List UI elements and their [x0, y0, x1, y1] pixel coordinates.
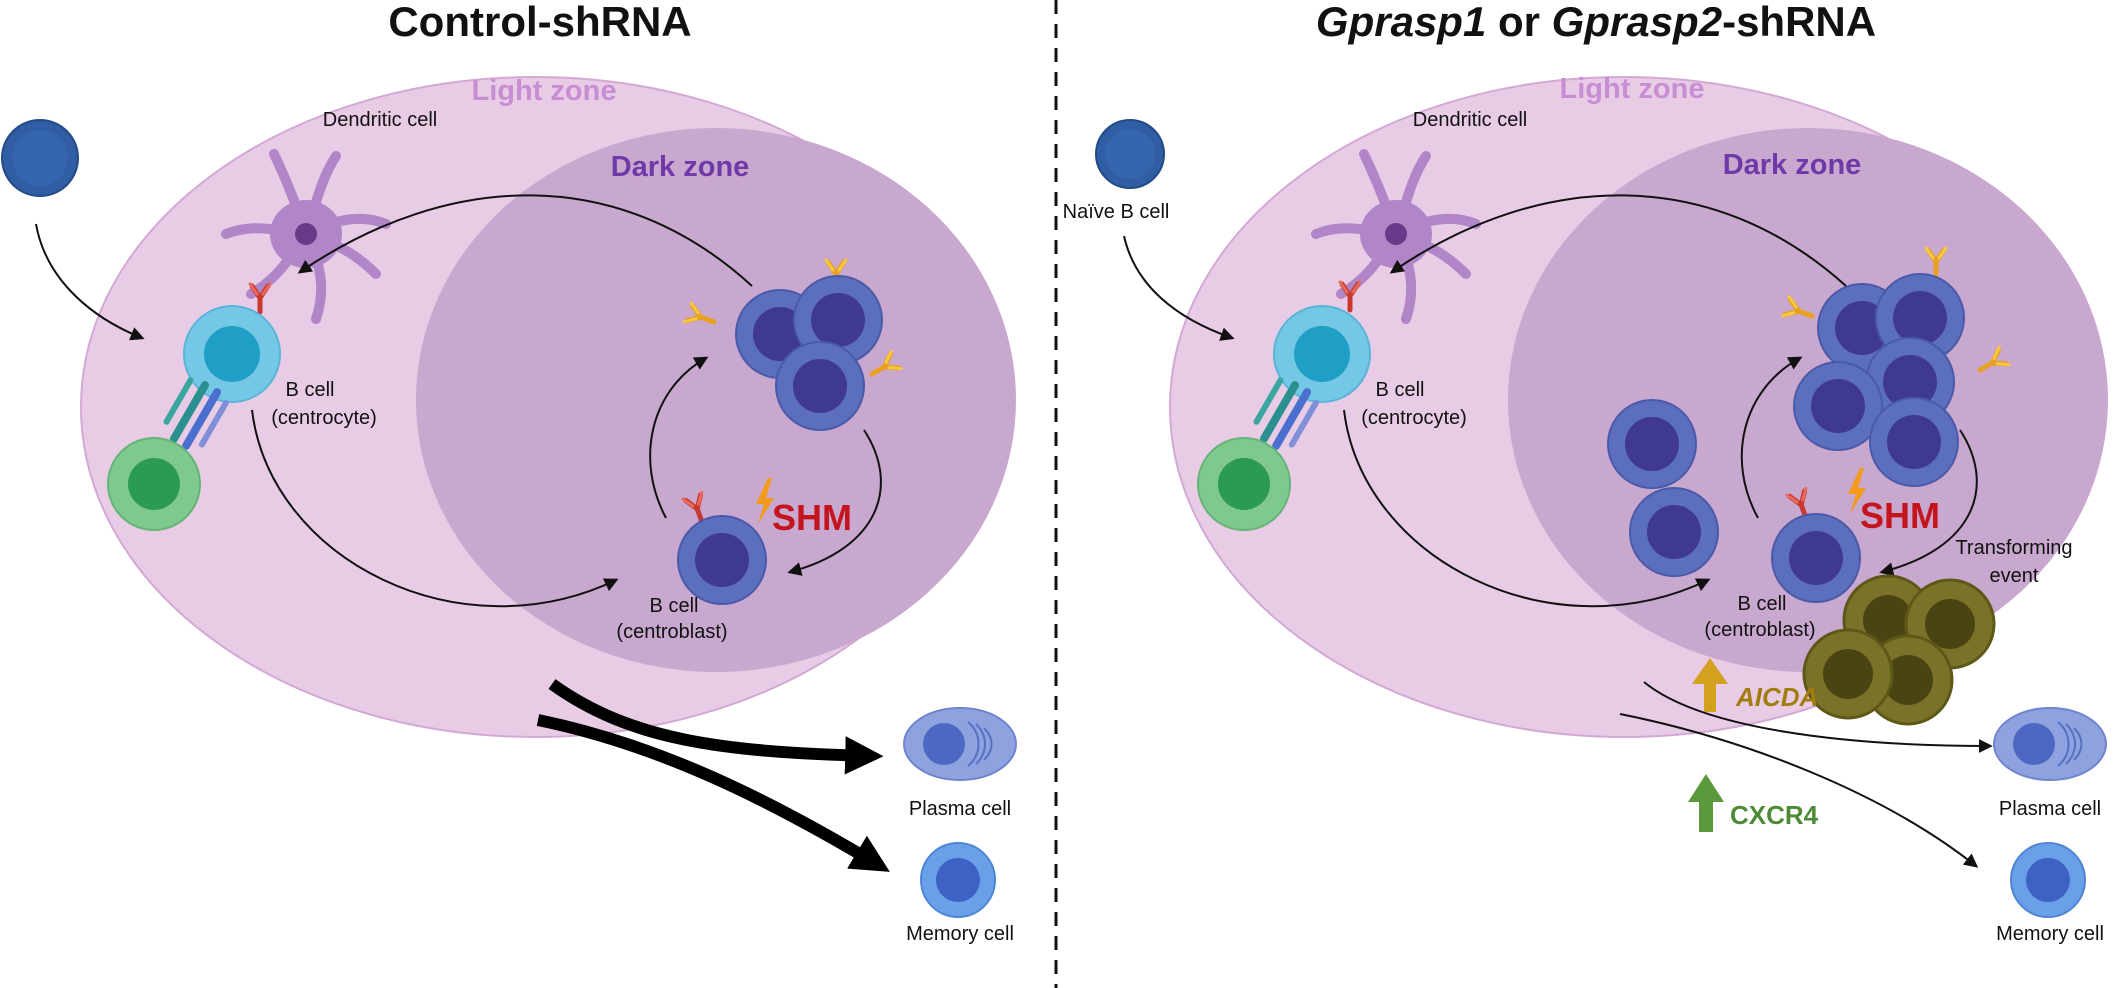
b-cell-icon — [1869, 397, 1959, 487]
memory-cell-label: Memory cell — [906, 923, 1014, 945]
title-gene1: Gprasp1 — [1316, 0, 1486, 45]
t-follicular-helper-icon — [107, 437, 201, 531]
t-follicular-helper-icon — [1197, 437, 1291, 531]
b-cell-icon — [1793, 361, 1883, 451]
centrocyte-label-line1: B cell — [1376, 379, 1425, 401]
dark-zone-label: Dark zone — [611, 151, 750, 183]
naive-to-centrocyte-arrow — [35, 223, 145, 341]
proliferation-arrow — [1740, 356, 1803, 519]
centroblast-label-line2: (centroblast) — [1704, 619, 1815, 641]
memory-cell-label: Memory cell — [1996, 923, 2104, 945]
dark-zone-region — [416, 128, 1016, 672]
centrocyte-icon — [1273, 305, 1371, 403]
naive-b-cell — [1, 119, 79, 197]
plasma-cell-label: Plasma cell — [1999, 798, 2101, 820]
dendritic-cell-label: Dendritic cell — [1413, 109, 1527, 131]
dz-to-lz-arrow — [297, 194, 753, 287]
memory-cell-icon — [920, 842, 996, 918]
centroblast-icon — [1771, 513, 1861, 603]
title-gene2: Gprasp2 — [1552, 0, 1722, 45]
transforming-event-label-line1: Transforming — [1955, 537, 2072, 559]
plasma-cell-icon — [903, 707, 1017, 781]
naive-b-cell-label: Naïve B cell — [1063, 201, 1170, 223]
lz-to-dz-arrow — [1343, 409, 1711, 608]
plasma-cell-label: Plasma cell — [909, 798, 1011, 820]
memory-exit-arrow — [1619, 713, 1979, 868]
aicda-up-arrow — [1692, 658, 1728, 712]
plasma-exit-arrow — [1643, 681, 1993, 753]
dz-to-lz-arrow — [1389, 194, 1847, 287]
centroblast-label-line1: B cell — [1738, 593, 1787, 615]
centrocyte-label-line1: B cell — [286, 379, 335, 401]
centroblast-label-line2: (centroblast) — [616, 621, 727, 643]
aicda-label: AICDA — [1735, 682, 1818, 712]
b-cell-icon — [1629, 487, 1719, 577]
mutation-arrow — [1879, 429, 1978, 577]
transforming-event-label-line2: event — [1990, 565, 2039, 587]
title-conj: or — [1486, 0, 1551, 45]
right-panel: Gprasp1 or Gprasp2-shRNA Light zone Dark… — [1063, 0, 2108, 945]
title-suffix: -shRNA — [1722, 0, 1876, 45]
naive-to-centrocyte-arrow — [1123, 235, 1235, 341]
left-panel-title: Control-shRNA — [388, 0, 691, 45]
left-panel: Control-shRNA Light zone Dark zone Dendr… — [1, 0, 1017, 945]
centrocyte-label-line2: (centrocyte) — [271, 407, 377, 429]
mutation-arrow — [787, 429, 882, 576]
memory-cell-icon — [2010, 842, 2086, 918]
dark-zone-label: Dark zone — [1723, 149, 1862, 181]
shm-label: SHM — [772, 497, 852, 538]
centrocyte-icon — [183, 305, 281, 403]
memory-exit-arrow — [536, 714, 890, 872]
shm-label: SHM — [1860, 495, 1940, 536]
centrocyte-label-line2: (centrocyte) — [1361, 407, 1467, 429]
light-zone-label: Light zone — [472, 75, 617, 107]
lz-to-dz-arrow — [251, 409, 619, 608]
cxcr4-label: CXCR4 — [1730, 800, 1819, 830]
dendritic-cell-label: Dendritic cell — [323, 109, 437, 131]
plasma-cell-icon — [1993, 707, 2107, 781]
b-cell-icon — [775, 341, 865, 431]
b-cell-icon — [1607, 399, 1697, 489]
proliferation-arrow — [649, 356, 709, 519]
naive-b-cell — [1095, 119, 1165, 189]
centroblast-icon — [677, 515, 767, 605]
right-panel-title: Gprasp1 or Gprasp2-shRNA — [1316, 0, 1876, 45]
cxcr4-up-arrow — [1688, 774, 1724, 832]
light-zone-label: Light zone — [1560, 73, 1705, 105]
centroblast-label-line1: B cell — [650, 595, 699, 617]
plasma-exit-arrow — [548, 679, 884, 775]
